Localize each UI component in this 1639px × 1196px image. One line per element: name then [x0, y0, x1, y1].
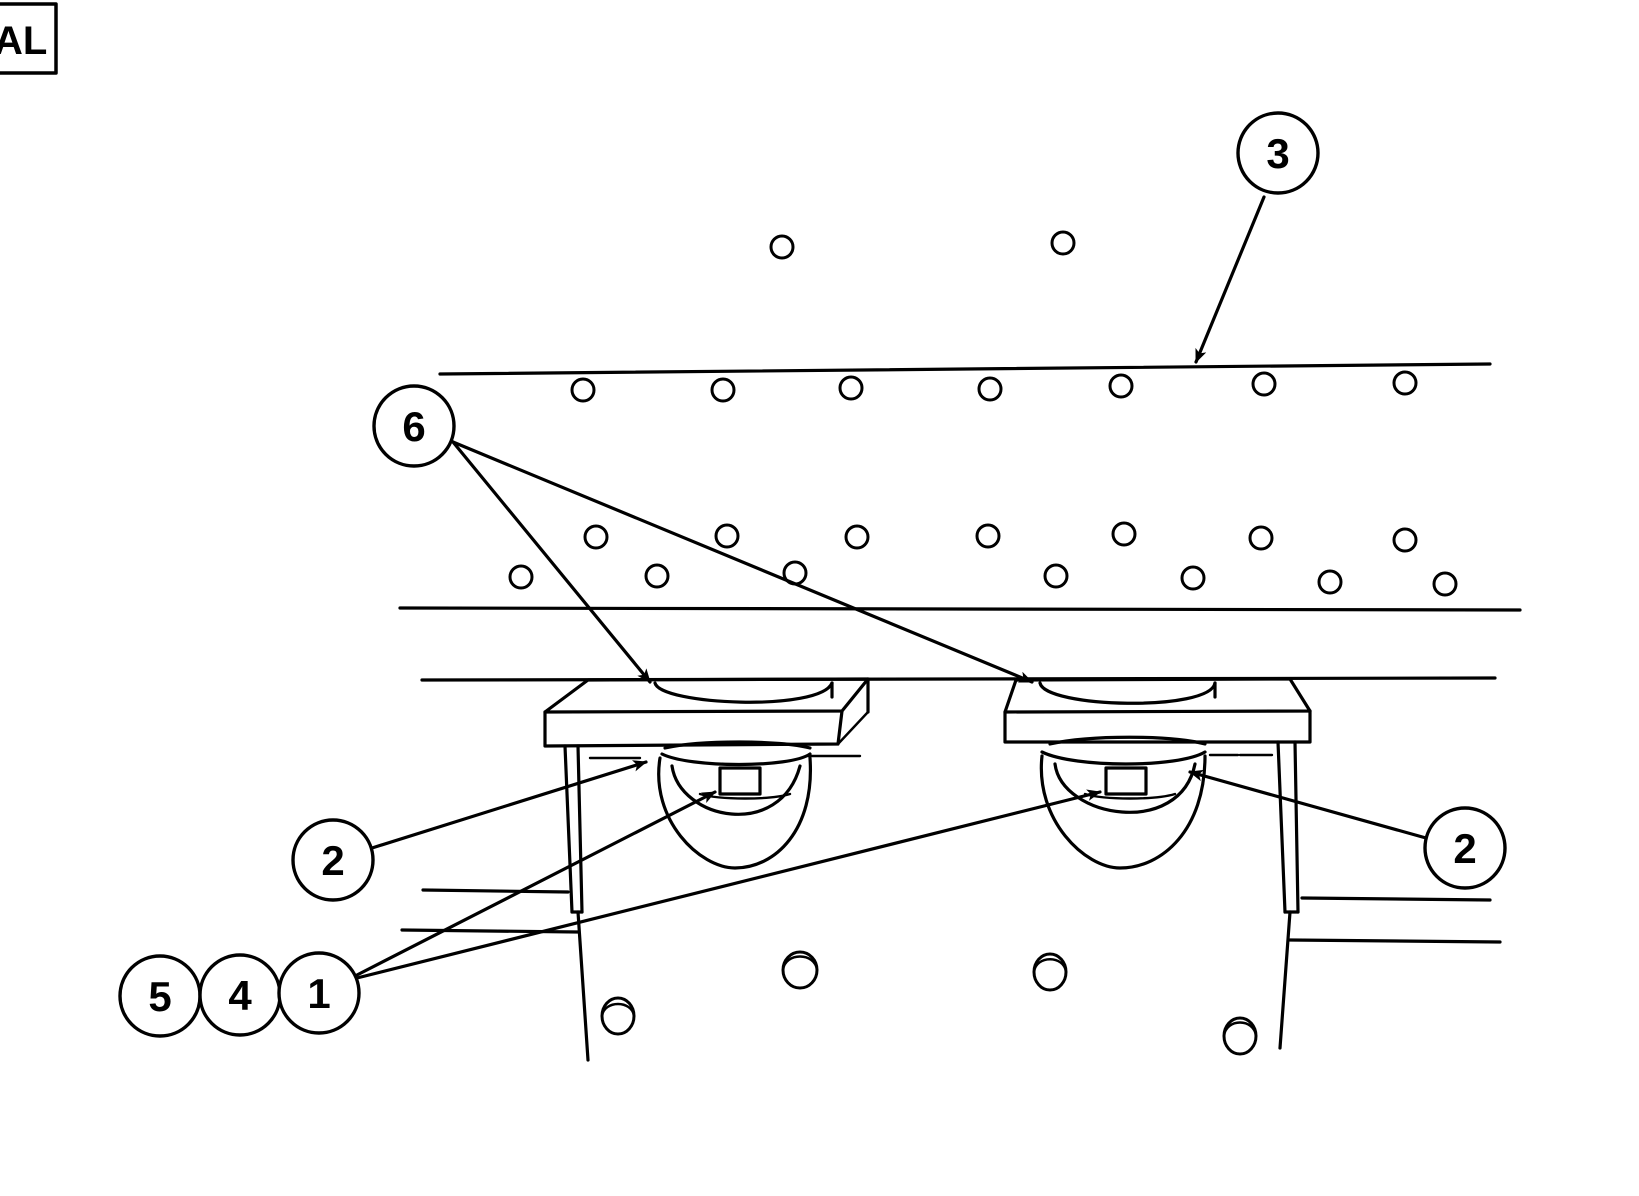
rivet-hole: [1251, 371, 1277, 397]
rivet-hole: [1392, 527, 1418, 553]
rivet-hole: [1317, 569, 1343, 595]
callout-2-right-label: 2: [1453, 825, 1476, 872]
rivet-holes: [508, 230, 1458, 597]
beam-mid-edge: [398, 606, 1522, 612]
bolt-head: [1222, 1016, 1258, 1056]
callout-4: 4: [198, 953, 282, 1037]
rivet-hole: [1432, 571, 1458, 597]
leader-2-left: [370, 760, 648, 850]
rivet-hole: [975, 523, 1001, 549]
callout-3-label: 3: [1266, 130, 1289, 177]
rivet-hole: [844, 524, 870, 550]
callout-2-left: 2: [291, 818, 375, 902]
rivet-hole: [769, 234, 795, 260]
rivet-hole: [1248, 525, 1274, 551]
callout-5-label: 5: [148, 973, 171, 1020]
right-mount-dome: [1039, 754, 1207, 870]
leader-6-left: [451, 440, 652, 684]
leader-3: [1194, 195, 1266, 364]
corner-tag: AL: [0, 2, 58, 75]
left-mount-plate: [543, 677, 870, 714]
left-mount-nut: [718, 766, 762, 796]
bolt-head: [600, 996, 636, 1036]
rivet-hole: [1043, 563, 1069, 589]
leader-1-right: [355, 789, 1102, 980]
corner-tag-text: AL: [0, 19, 47, 63]
callouts: 3 6 2 2 5 4 1: [118, 111, 1507, 1038]
left-mount-dome: [657, 756, 812, 870]
rivet-hole: [1111, 521, 1137, 547]
rivet-hole: [714, 523, 740, 549]
callout-4-label: 4: [228, 972, 252, 1019]
right-mount-nut: [1104, 766, 1148, 796]
callout-2-right: 2: [1423, 806, 1507, 890]
beam-lower-edge: [420, 676, 1497, 682]
left-mount-assembly: [543, 677, 870, 914]
rivet-hole: [838, 375, 864, 401]
left-isolator-pad: [653, 681, 834, 704]
callout-5: 5: [118, 954, 202, 1038]
rivet-hole: [977, 376, 1003, 402]
beam-top-edge: [438, 362, 1492, 376]
rivet-hole: [1392, 370, 1418, 396]
bolt-head: [781, 950, 819, 990]
lower-frame: [400, 888, 1502, 1062]
leader-2-right: [1188, 769, 1428, 840]
bolt-heads: [600, 950, 1258, 1056]
rivet-hole: [570, 377, 596, 403]
callout-1: 1: [277, 951, 361, 1035]
leader-1-left: [355, 790, 717, 977]
right-mount-plate: [1003, 677, 1312, 714]
bolt-head: [1032, 952, 1068, 992]
rivet-hole: [583, 524, 609, 550]
rivet-hole: [1180, 565, 1206, 591]
beam-lines: [398, 362, 1522, 682]
callout-1-label: 1: [307, 970, 330, 1017]
rivet-hole: [644, 563, 670, 589]
rivet-hole: [1050, 230, 1076, 256]
right-mount-assembly: [1003, 677, 1312, 914]
leader-6-right: [451, 440, 1034, 684]
callout-6: 6: [372, 384, 456, 468]
callout-6-label: 6: [402, 403, 425, 450]
rivet-hole: [710, 377, 736, 403]
leader-lines: [355, 195, 1428, 980]
callout-2-left-label: 2: [321, 837, 344, 884]
callout-3: 3: [1236, 111, 1320, 195]
rivet-hole: [1108, 373, 1134, 399]
rivet-hole: [508, 564, 534, 590]
right-isolator-pad: [1038, 681, 1217, 705]
